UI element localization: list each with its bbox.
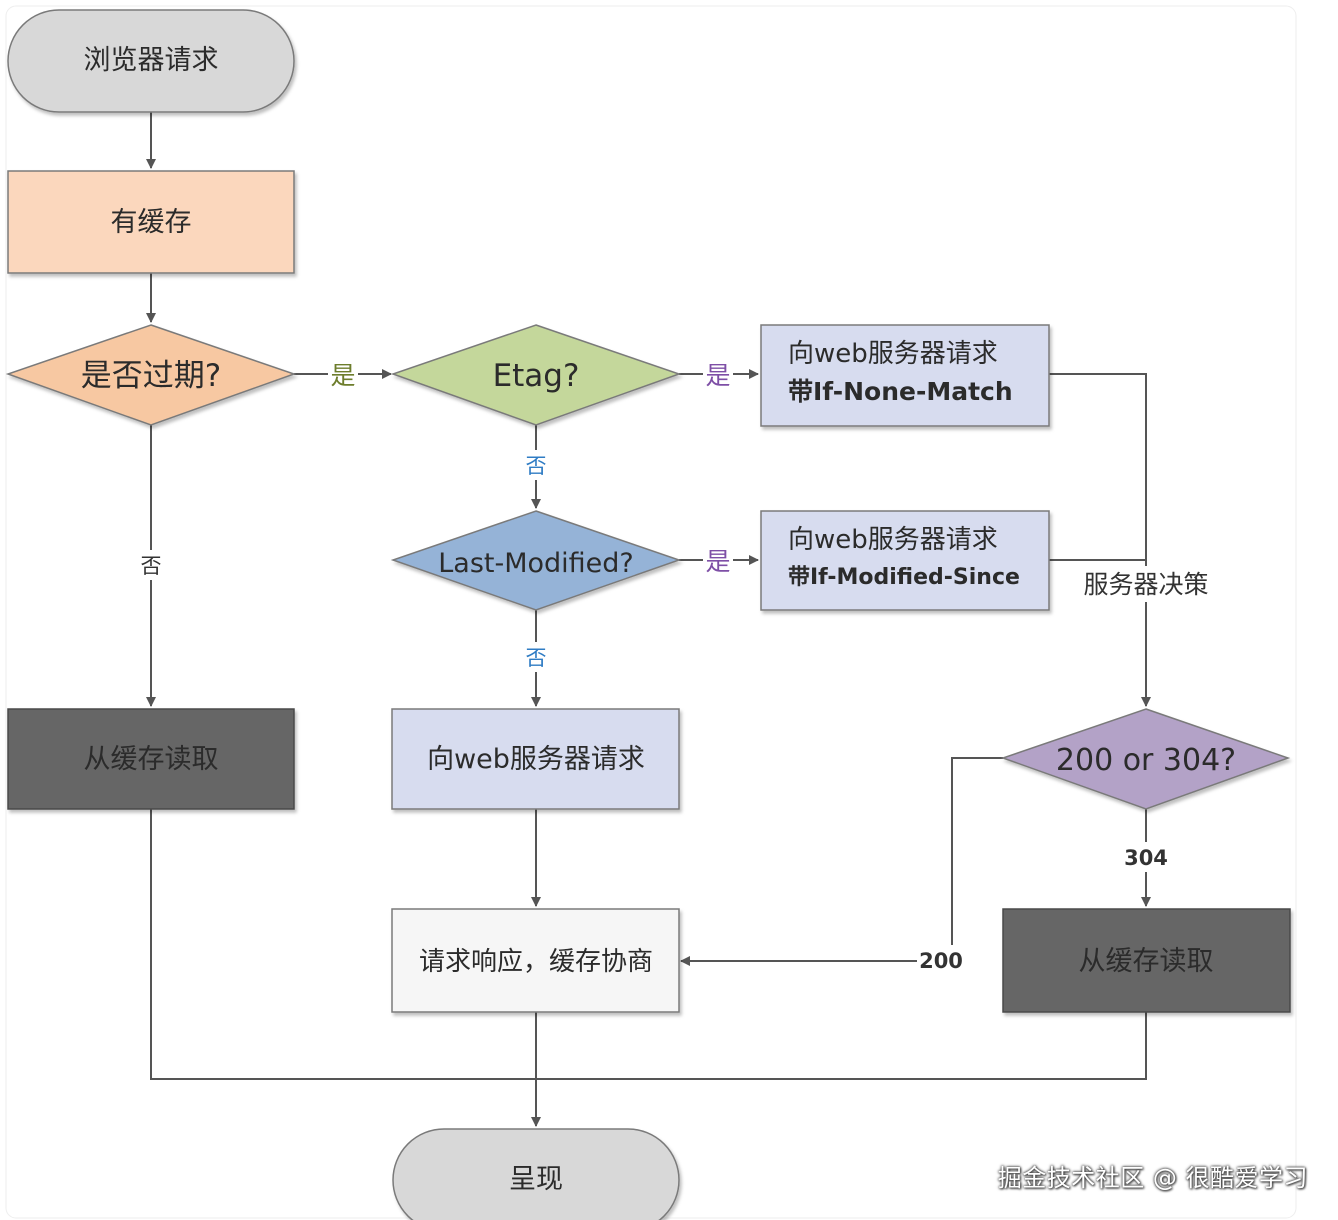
request-if-none-match-box xyxy=(760,324,1050,427)
render-label: 呈现 xyxy=(509,1164,563,1195)
request-web-box xyxy=(391,708,680,810)
yes-etag-bg xyxy=(703,358,733,390)
expired-decision xyxy=(5,324,297,426)
edge-label-no-etag: 否 xyxy=(526,454,547,478)
code-200-bg xyxy=(917,945,965,975)
no-etag-bg xyxy=(522,450,550,480)
request-lm-line2: 带If-Modified-Since xyxy=(788,565,1020,590)
no-expired-bg xyxy=(137,550,165,580)
read-cache-left-label: 从缓存读取 xyxy=(84,744,219,775)
edge-label-yes-etag: 是 xyxy=(705,361,730,390)
watermark: 掘金技术社区 @ 很酷爱学习 xyxy=(997,1164,1308,1192)
status-decision-label: 200 or 304? xyxy=(1056,743,1236,778)
edge-label-no-lm: 否 xyxy=(526,646,547,670)
start-label: 浏览器请求 xyxy=(84,45,219,76)
last-modified-decision xyxy=(390,510,682,611)
request-etag-line2: 带If-None-Match xyxy=(788,377,1013,406)
yes-lm-bg xyxy=(703,544,733,576)
edge-label-200: 200 xyxy=(919,949,963,973)
render-terminal xyxy=(392,1128,680,1220)
server-decision-label: 服务器决策 xyxy=(1083,570,1208,599)
edge-label-yes-expired: 是 xyxy=(330,361,355,390)
read-cache-left-box xyxy=(7,708,295,810)
edge-label-yes-lm: 是 xyxy=(705,547,730,576)
request-etag-line1: 向web服务器请求 xyxy=(788,339,998,369)
last-modified-label: Last-Modified? xyxy=(438,548,634,579)
request-web-label: 向web服务器请求 xyxy=(427,744,645,775)
response-label: 请求响应，缓存协商 xyxy=(419,947,653,977)
read-cache-right-label: 从缓存读取 xyxy=(1079,946,1214,977)
read-cache-right-box xyxy=(1002,908,1291,1013)
edge-bottom-merge xyxy=(150,809,1147,1080)
start-terminal xyxy=(7,9,295,113)
request-if-modified-since-box xyxy=(760,510,1050,611)
response-box xyxy=(391,908,680,1013)
status-decision xyxy=(1000,708,1291,810)
has-cache-box xyxy=(7,170,295,274)
edge-status-200 xyxy=(680,757,1003,966)
server-decision-bg xyxy=(1072,566,1220,602)
code-304-bg xyxy=(1122,842,1170,872)
has-cache-label: 有缓存 xyxy=(111,207,192,238)
etag-decision xyxy=(390,324,682,426)
yes-expired-bg xyxy=(328,358,358,390)
expired-label: 是否过期? xyxy=(81,358,221,394)
edge-label-304: 304 xyxy=(1124,846,1168,870)
edge-etag-req-to-decision xyxy=(1049,373,1151,707)
edge-label-no-expired: 否 xyxy=(141,554,162,578)
request-lm-line1: 向web服务器请求 xyxy=(788,525,998,555)
etag-label: Etag? xyxy=(493,358,580,394)
no-lm-bg xyxy=(522,642,550,672)
